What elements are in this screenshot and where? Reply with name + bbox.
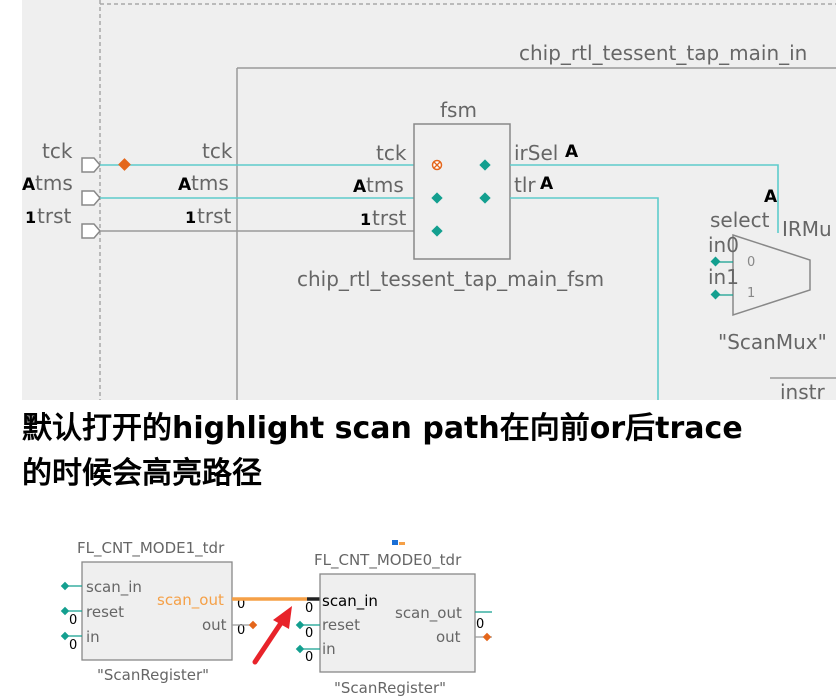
fsm-port-tms: tms bbox=[366, 173, 404, 197]
fsm-tms-active-high-marker: A bbox=[353, 177, 367, 197]
tck-net-label: tck bbox=[202, 139, 233, 163]
mux-in1-pin[interactable] bbox=[710, 289, 721, 300]
left-scan-out-value: 0 bbox=[237, 597, 245, 612]
right-scan-in-value: 0 bbox=[305, 601, 313, 616]
bottom-schematic-svg: FL_CNT_MODE1_tdr 0 0 scan_in reset in sc… bbox=[60, 539, 492, 697]
scanmux-shape[interactable] bbox=[732, 233, 811, 317]
right-in-pin[interactable] bbox=[295, 644, 305, 654]
fsm-port-tlr: tlr bbox=[514, 173, 536, 197]
top-net-label: chip_rtl_tessent_tap_main_in bbox=[519, 41, 807, 65]
mux-module-name: "ScanMux" bbox=[718, 330, 827, 354]
trst-net-label: trst bbox=[197, 204, 231, 228]
annotation-arrow bbox=[252, 614, 288, 665]
right-block-flag-orange bbox=[399, 542, 405, 545]
left-block-module: "ScanRegister" bbox=[97, 666, 209, 684]
tck-junction-pin[interactable] bbox=[118, 158, 131, 171]
right-block-title: FL_CNT_MODE0_tdr bbox=[314, 551, 462, 570]
tlr-active-high-marker: A bbox=[540, 174, 554, 194]
irsel-active-high-marker: A bbox=[565, 142, 579, 162]
mux-in0-label: in0 bbox=[708, 233, 739, 257]
left-block-title: FL_CNT_MODE1_tdr bbox=[77, 539, 225, 558]
trst-input-terminal[interactable] bbox=[81, 223, 101, 239]
right-block-flag-blue bbox=[392, 540, 398, 545]
mux-in1-index: 1 bbox=[747, 286, 755, 301]
left-port-reset: reset bbox=[86, 603, 124, 621]
tck-input-label: tck bbox=[42, 139, 73, 163]
fsm-tlr-pin[interactable] bbox=[479, 192, 491, 204]
right-port-in: in bbox=[322, 640, 336, 658]
top-net-wire[interactable] bbox=[236, 67, 836, 400]
annotation-arrow-head bbox=[273, 606, 292, 629]
fsm-port-irsel: irSel bbox=[514, 141, 558, 165]
right-port-scan-in: scan_in bbox=[322, 592, 378, 611]
trst-input-label: trst bbox=[37, 204, 71, 228]
left-reset-pin[interactable] bbox=[60, 606, 70, 616]
fsm-irsel-pin[interactable] bbox=[479, 159, 491, 171]
fsm-port-trst: trst bbox=[372, 206, 406, 230]
mux-in1-label: in1 bbox=[708, 265, 739, 289]
fsm-trst-active-low-marker: 1 bbox=[360, 210, 371, 229]
tms-input-label: tms bbox=[35, 171, 73, 195]
schematic-svg: chip_rtl_tessent_tap_main_in tck A tms 1… bbox=[22, 0, 836, 400]
fsm-port-tck: tck bbox=[376, 141, 407, 165]
tms-input-terminal[interactable] bbox=[81, 190, 101, 206]
hierarchy-boundary bbox=[99, 0, 836, 400]
schematic-canvas: chip_rtl_tessent_tap_main_in tck A tms 1… bbox=[22, 0, 836, 400]
tms-net-label: tms bbox=[191, 171, 229, 195]
right-port-out: out bbox=[436, 628, 461, 646]
mux-select-label: select bbox=[710, 208, 770, 232]
left-scanregister-block[interactable] bbox=[81, 561, 233, 661]
fsm-tms-pin[interactable] bbox=[431, 192, 443, 204]
trst-net-active-low-marker: 1 bbox=[185, 208, 196, 227]
mux-select-active-high-marker: A bbox=[764, 187, 778, 207]
tms-net-active-high-marker: A bbox=[178, 175, 192, 195]
right-block-module: "ScanRegister" bbox=[334, 679, 446, 697]
right-port-reset: reset bbox=[322, 616, 360, 634]
tms-input-active-high-marker: A bbox=[22, 175, 36, 195]
right-reset-value: 0 bbox=[305, 626, 313, 641]
fsm-tck-clock-pin-mark bbox=[433, 161, 441, 169]
left-scan-in-pin[interactable] bbox=[60, 581, 70, 591]
right-reset-pin[interactable] bbox=[295, 620, 305, 630]
tlr-wire[interactable] bbox=[510, 197, 659, 400]
fsm-instance-name: chip_rtl_tessent_tap_main_fsm bbox=[297, 267, 604, 291]
right-out-value: 0 bbox=[476, 617, 484, 632]
mux-in0-pin[interactable] bbox=[710, 256, 721, 267]
right-in-value: 0 bbox=[305, 650, 313, 665]
caption-line-2: 的时候会高亮路径 bbox=[22, 456, 262, 491]
irsel-wire[interactable] bbox=[510, 164, 779, 233]
instr-partial-label: instr bbox=[780, 380, 825, 400]
left-in-pin[interactable] bbox=[60, 631, 70, 641]
left-port-scan-out: scan_out bbox=[157, 591, 224, 610]
right-port-scan-out: scan_out bbox=[395, 604, 462, 623]
annotation-caption: 默认打开的highlight scan path在向前or后trace 的时候会… bbox=[22, 406, 836, 496]
left-port-scan-in: scan_in bbox=[86, 578, 142, 597]
right-out-pin[interactable] bbox=[482, 632, 492, 642]
left-port-in: in bbox=[86, 628, 100, 646]
fsm-trst-pin[interactable] bbox=[431, 225, 443, 237]
mux-in0-index: 0 bbox=[747, 255, 755, 270]
left-out-pin[interactable] bbox=[248, 620, 258, 630]
left-out-value: 0 bbox=[237, 623, 245, 638]
left-port-out: out bbox=[202, 616, 227, 634]
tck-input-terminal[interactable] bbox=[81, 157, 101, 173]
right-scanregister-block[interactable] bbox=[319, 573, 476, 673]
top-schematic-panel: chip_rtl_tessent_tap_main_in tck A tms 1… bbox=[22, 0, 836, 400]
caption-line-1: 默认打开的highlight scan path在向前or后trace bbox=[22, 411, 743, 446]
trst-input-active-low-marker: 1 bbox=[25, 208, 36, 227]
left-reset-value: 0 bbox=[69, 613, 77, 628]
mux-partial-name: IRMu bbox=[782, 217, 832, 241]
fsm-block[interactable] bbox=[413, 123, 511, 260]
bottom-schematic-panel: FL_CNT_MODE1_tdr 0 0 scan_in reset in sc… bbox=[52, 530, 502, 697]
fsm-title: fsm bbox=[440, 98, 477, 122]
left-in-value: 0 bbox=[69, 638, 77, 653]
